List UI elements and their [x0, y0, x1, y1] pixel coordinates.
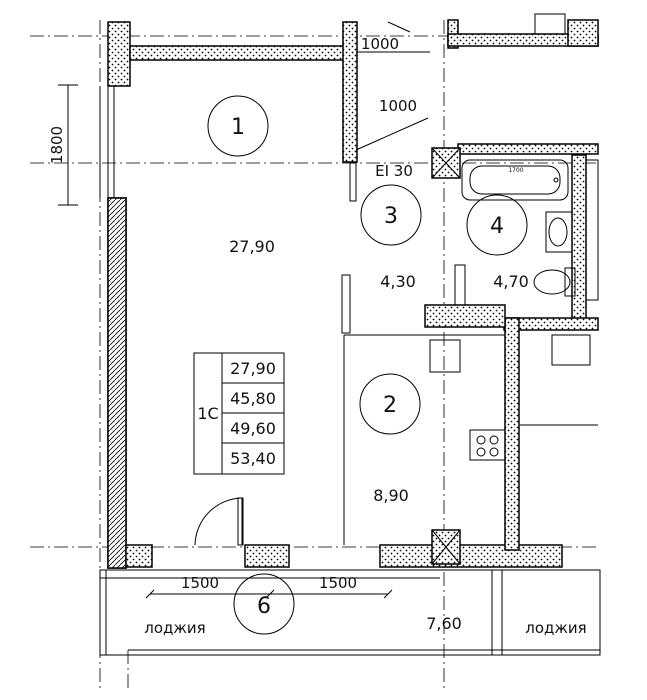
room-number-2: 2 — [383, 393, 397, 418]
fire-rating: EI 30 — [375, 162, 413, 180]
dimension-bottom-right: 1500 — [319, 574, 357, 592]
loggia — [99, 569, 601, 656]
walls — [107, 13, 599, 569]
room-area-4: 4,70 — [493, 272, 529, 291]
apartment-type: 1С — [197, 404, 218, 423]
dimension-left-vertical: 1800 — [48, 126, 66, 164]
dimension-lines — [58, 21, 430, 599]
room-area-6: 7,60 — [426, 614, 462, 633]
bathroom-fixtures — [429, 159, 599, 373]
apartment-area-2: 45,80 — [230, 389, 276, 408]
stove-icon — [469, 429, 506, 461]
room-marker-1 — [207, 95, 269, 157]
room-marker-2 — [359, 373, 421, 435]
room-marker-6 — [233, 573, 295, 635]
apartment-area-1: 27,90 — [230, 359, 276, 378]
room-area-3: 4,30 — [380, 272, 416, 291]
window-left — [99, 86, 115, 198]
dimension-bathtub: 1700 — [508, 167, 523, 174]
room-number-3: 3 — [384, 204, 398, 229]
room-number-6: 6 — [257, 594, 271, 619]
entry-door — [194, 497, 244, 546]
apartment-table — [193, 352, 285, 475]
loggia-label-right: лоджия — [525, 619, 586, 637]
room-number-4: 4 — [490, 214, 504, 239]
room-number-1: 1 — [231, 115, 245, 140]
loggia-label-left: лоджия — [144, 619, 205, 637]
apartment-area-4: 53,40 — [230, 449, 276, 468]
room-markers — [207, 95, 528, 635]
room-area-2: 8,90 — [373, 486, 409, 505]
dimension-top-right: 1000 — [361, 35, 399, 53]
dimension-mid-right: 1000 — [379, 97, 417, 115]
apartment-area-3: 49,60 — [230, 419, 276, 438]
room-marker-4 — [466, 194, 528, 256]
dimension-bottom-left: 1500 — [181, 574, 219, 592]
room-marker-3 — [360, 184, 422, 246]
room-area-1: 27,90 — [229, 237, 275, 256]
